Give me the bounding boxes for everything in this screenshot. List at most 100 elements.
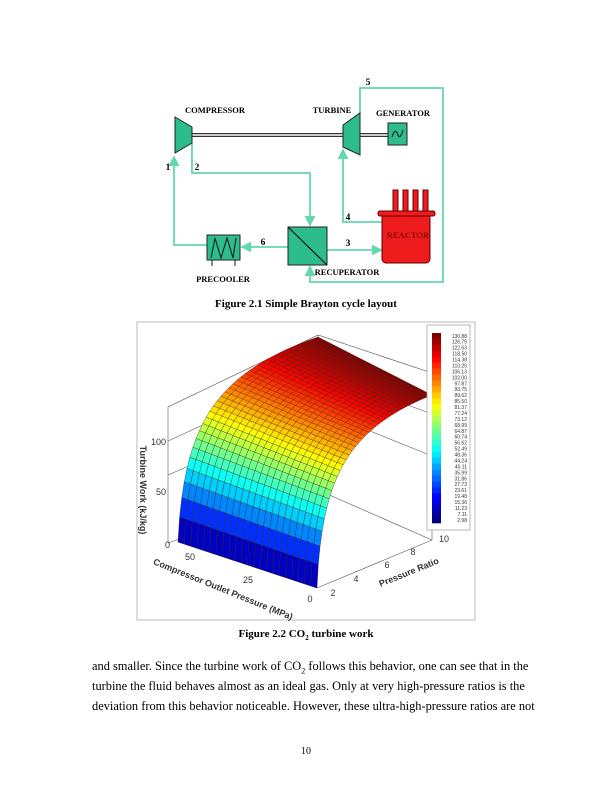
legend-swatch bbox=[432, 457, 441, 464]
legend-swatch bbox=[432, 499, 441, 506]
legend-label: 27.73 bbox=[454, 482, 467, 488]
legend-label: 73.12 bbox=[454, 417, 467, 423]
legend-swatch bbox=[432, 333, 441, 340]
surface-cell bbox=[310, 562, 319, 589]
caption-subscript: 2 bbox=[305, 634, 309, 643]
legend-label: 110.25 bbox=[452, 363, 467, 369]
legend-label: 114.38 bbox=[452, 358, 467, 364]
state-6-label: 6 bbox=[261, 238, 266, 248]
legend-swatch bbox=[432, 362, 441, 369]
y-tick: 8 bbox=[410, 547, 415, 557]
generator-label: GENERATOR bbox=[376, 108, 431, 118]
legend-label: 85.50 bbox=[454, 399, 467, 405]
legend-swatch bbox=[432, 428, 441, 435]
legend-label: 35.99 bbox=[454, 470, 467, 476]
legend-label: 11.23 bbox=[455, 506, 467, 512]
precooler-label: PRECOOLER bbox=[196, 274, 251, 284]
legend-swatch bbox=[432, 469, 441, 476]
text: follows this behavior, one can see that … bbox=[305, 659, 529, 673]
subscript: 2 bbox=[301, 666, 306, 676]
pipe-4 bbox=[337, 148, 383, 223]
reactor-label: REACTOR bbox=[387, 230, 430, 240]
legend-swatch bbox=[432, 404, 441, 411]
legend-swatch bbox=[432, 386, 441, 393]
legend-label: 93.75 bbox=[454, 387, 467, 393]
state-4-label: 4 bbox=[346, 213, 351, 223]
y-tick: 4 bbox=[353, 574, 358, 584]
legend-swatch bbox=[432, 374, 441, 381]
caption-text: turbine work bbox=[308, 628, 374, 640]
legend-swatch bbox=[432, 493, 441, 500]
legend-swatch bbox=[432, 344, 441, 352]
legend-swatch bbox=[432, 445, 441, 453]
legend-label: 68.99 bbox=[454, 423, 467, 429]
surface-mesh bbox=[177, 336, 433, 589]
legend-label: 2.98 bbox=[457, 518, 467, 524]
legend-swatch bbox=[432, 416, 441, 423]
state-3-label: 3 bbox=[346, 239, 351, 249]
reactor-icon bbox=[377, 189, 436, 264]
legend-label: 64.87 bbox=[454, 429, 467, 435]
legend-swatch bbox=[432, 392, 441, 399]
legend-swatch bbox=[432, 398, 441, 405]
z-tick: 0 bbox=[165, 540, 170, 550]
state-5-label: 5 bbox=[366, 78, 371, 88]
legend-swatch bbox=[432, 350, 441, 358]
y-tick: 2 bbox=[330, 588, 335, 598]
body-line-1: and smaller. Since the turbine work of C… bbox=[92, 659, 528, 676]
turbine-label: TURBINE bbox=[313, 105, 352, 115]
legend-label: 81.37 bbox=[454, 405, 467, 411]
x-tick: 25 bbox=[243, 575, 253, 585]
legend-label: 52.49 bbox=[454, 447, 467, 453]
legend-swatch bbox=[432, 505, 441, 512]
legend-label: 97.87 bbox=[454, 381, 467, 387]
body-line-3: deviation from this behavior noticeable.… bbox=[92, 699, 535, 713]
x-tick: 50 bbox=[185, 552, 195, 562]
legend-label: 126.75 bbox=[452, 340, 468, 346]
z-tick: 50 bbox=[156, 487, 166, 497]
state-1-label: 1 bbox=[166, 163, 171, 173]
legend-label: 89.62 bbox=[454, 393, 467, 399]
legend-swatch bbox=[432, 511, 441, 518]
legend-swatch bbox=[432, 439, 441, 447]
legend-swatch bbox=[432, 410, 441, 417]
figure-2-1-caption: Figure 2.1 Simple Brayton cycle layout bbox=[215, 298, 397, 310]
caption-text: Figure 2.2 CO bbox=[238, 628, 306, 640]
legend-swatch bbox=[432, 487, 441, 494]
precooler-icon bbox=[206, 234, 241, 266]
page-number: 10 bbox=[301, 746, 311, 757]
body-line-2: turbine the fluid behaves almost as an i… bbox=[92, 679, 525, 693]
legend-swatch bbox=[432, 451, 441, 458]
legend-label: 118.50 bbox=[452, 352, 467, 358]
legend-label: 77.24 bbox=[454, 411, 467, 417]
legend-swatch bbox=[432, 463, 441, 470]
compressor-label: COMPRESSOR bbox=[185, 105, 246, 115]
legend-label: 48.36 bbox=[454, 453, 467, 459]
legend-label: 122.63 bbox=[452, 346, 468, 352]
legend-label: 102.00 bbox=[452, 375, 468, 381]
legend-label: 19.48 bbox=[454, 494, 467, 500]
legend-label: 23.61 bbox=[454, 488, 467, 494]
legend-swatch bbox=[432, 475, 441, 482]
generator-icon bbox=[387, 122, 408, 146]
figure-2-2-caption: Figure 2.2 CO2 turbine work bbox=[0, 628, 612, 642]
legend-swatch bbox=[432, 368, 441, 375]
legend-swatch bbox=[432, 433, 441, 441]
legend-swatch bbox=[432, 422, 441, 429]
state-2-label: 2 bbox=[195, 163, 200, 173]
legend-label: 106.13 bbox=[452, 369, 468, 375]
pipe-1 bbox=[168, 155, 207, 246]
recuperator-label: RECUPERATOR bbox=[315, 267, 381, 277]
legend-label: 56.62 bbox=[454, 441, 467, 447]
legend-swatch bbox=[432, 481, 441, 488]
y-tick: 6 bbox=[384, 560, 389, 570]
compressor-icon bbox=[174, 116, 193, 154]
legend-label: 60.74 bbox=[454, 435, 467, 441]
legend-swatch bbox=[432, 338, 441, 346]
legend-label: 31.86 bbox=[454, 476, 467, 482]
legend-label: 130.88 bbox=[452, 334, 468, 340]
brayton-cycle-diagram: COMPRESSOR TURBINE GENERATOR REACTOR PRE… bbox=[166, 78, 444, 284]
z-tick: 100 bbox=[151, 437, 166, 447]
legend-swatch bbox=[432, 356, 441, 363]
